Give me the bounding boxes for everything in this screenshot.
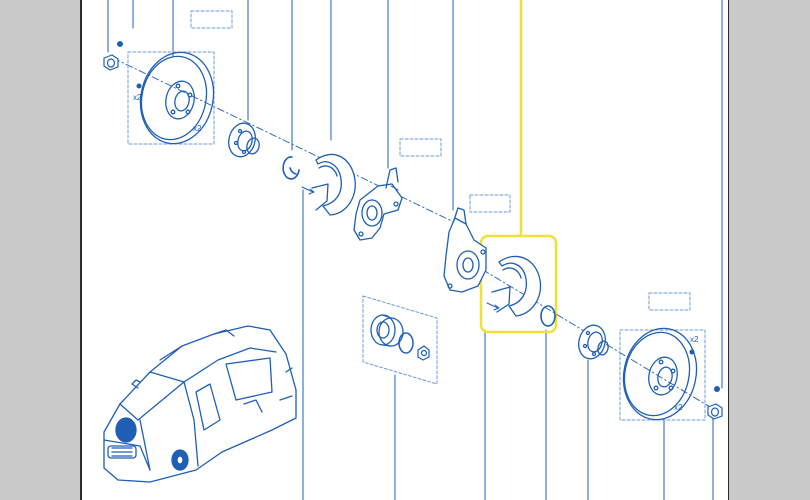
wheel-hub-left bbox=[228, 122, 260, 158]
qty-label-bolts-right: x2 bbox=[690, 335, 699, 344]
page-left-edge bbox=[80, 0, 82, 500]
bolt-right bbox=[689, 349, 720, 392]
right-margin bbox=[729, 0, 810, 500]
part-arrows bbox=[301, 185, 500, 311]
wheel-bearing bbox=[370, 314, 404, 347]
snap-ring-right bbox=[540, 305, 556, 327]
dust-shield-right bbox=[491, 255, 542, 317]
snap-ring-left bbox=[282, 156, 300, 180]
highlight-box bbox=[479, 234, 558, 334]
page-right-edge bbox=[727, 0, 729, 500]
nut-left bbox=[103, 54, 119, 71]
left-margin bbox=[0, 0, 81, 500]
steering-knuckle-right bbox=[443, 207, 487, 293]
brake-disc-left bbox=[139, 51, 215, 145]
group-frames bbox=[127, 10, 706, 421]
leader-lines bbox=[107, 0, 723, 500]
nut-right bbox=[707, 403, 723, 420]
qty-label-disc-left: x2 bbox=[193, 124, 202, 133]
vehicle-illustration bbox=[103, 325, 297, 483]
highlight-callout bbox=[479, 0, 558, 334]
qty-label-bolts-left: x2 bbox=[133, 93, 142, 102]
bolt-left bbox=[117, 41, 142, 89]
steering-knuckle-left bbox=[353, 167, 403, 241]
qty-label-disc-right: x2 bbox=[674, 403, 683, 412]
bearing-ring bbox=[398, 332, 414, 354]
brake-disc-right bbox=[622, 327, 698, 421]
dust-shield-left bbox=[311, 153, 356, 216]
wheel-hub-right bbox=[578, 324, 609, 360]
hub-nut bbox=[417, 345, 430, 361]
